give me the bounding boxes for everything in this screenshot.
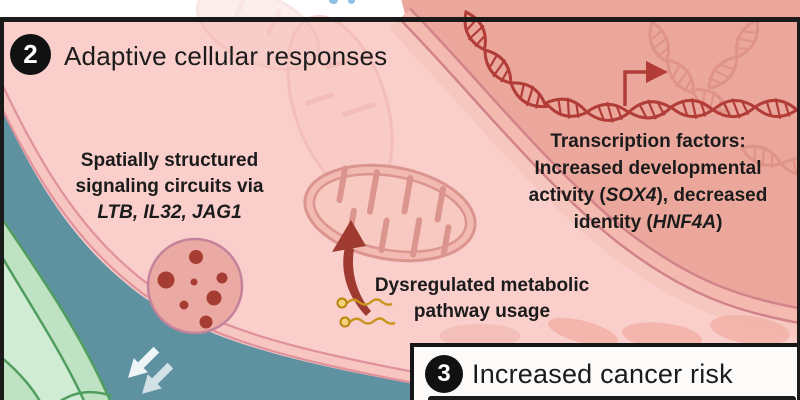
signaling-annotation: Spatially structured signaling circuits … (42, 148, 297, 226)
step3-box (410, 343, 800, 400)
metabolic-line-1: Dysregulated metabolic (374, 275, 590, 296)
cut-off-text-strip (428, 396, 796, 400)
cropped-blue-marks (329, 0, 338, 4)
transcription-line-1: Transcription factors: (550, 131, 746, 152)
signaling-line-1: Spatially structured (80, 150, 259, 171)
metabolic-annotation: Dysregulated metabolic pathway usage (358, 273, 606, 325)
transcription-annotation: Transcription factors: Increased develop… (503, 128, 793, 236)
panel-border-top (0, 17, 800, 22)
ghost-mitochondrion-icon (195, 0, 321, 71)
step-3-badge: 3 (425, 355, 463, 393)
transcription-line-3: activity (SOX4), decreased (528, 185, 768, 206)
step-2-label: Adaptive cellular responses (64, 41, 388, 71)
signaling-line-2: signaling circuits via (75, 176, 264, 197)
step-3-number: 3 (437, 360, 451, 387)
step-2-number: 2 (23, 39, 38, 69)
cropped-blue-marks (348, 0, 355, 4)
transcription-line-4: identity (HNF4A) (573, 212, 723, 233)
metabolic-line-2: pathway usage (413, 301, 551, 322)
panel-border-left (0, 17, 4, 400)
gene-sox4: SOX4 (605, 185, 657, 206)
transcription-line-2: Increased developmental (534, 158, 762, 179)
signaling-genes: LTB, IL32, JAG1 (97, 202, 242, 223)
transcription-start-arrow-icon (623, 61, 668, 106)
panel-border-right (796, 17, 800, 400)
curved-arrow-icon (332, 220, 371, 316)
gene-hnf4a: HNF4A (652, 212, 717, 233)
step-3-label: Increased cancer risk (472, 359, 733, 389)
cytoplasm-blob (440, 324, 520, 348)
signaling-circuit-dots-icon (146, 237, 244, 335)
lipid-squiggle-icon (336, 297, 396, 328)
step-2-badge: 2 (10, 34, 51, 75)
stroma-layers (0, 213, 113, 400)
teal-matrix (0, 105, 533, 400)
